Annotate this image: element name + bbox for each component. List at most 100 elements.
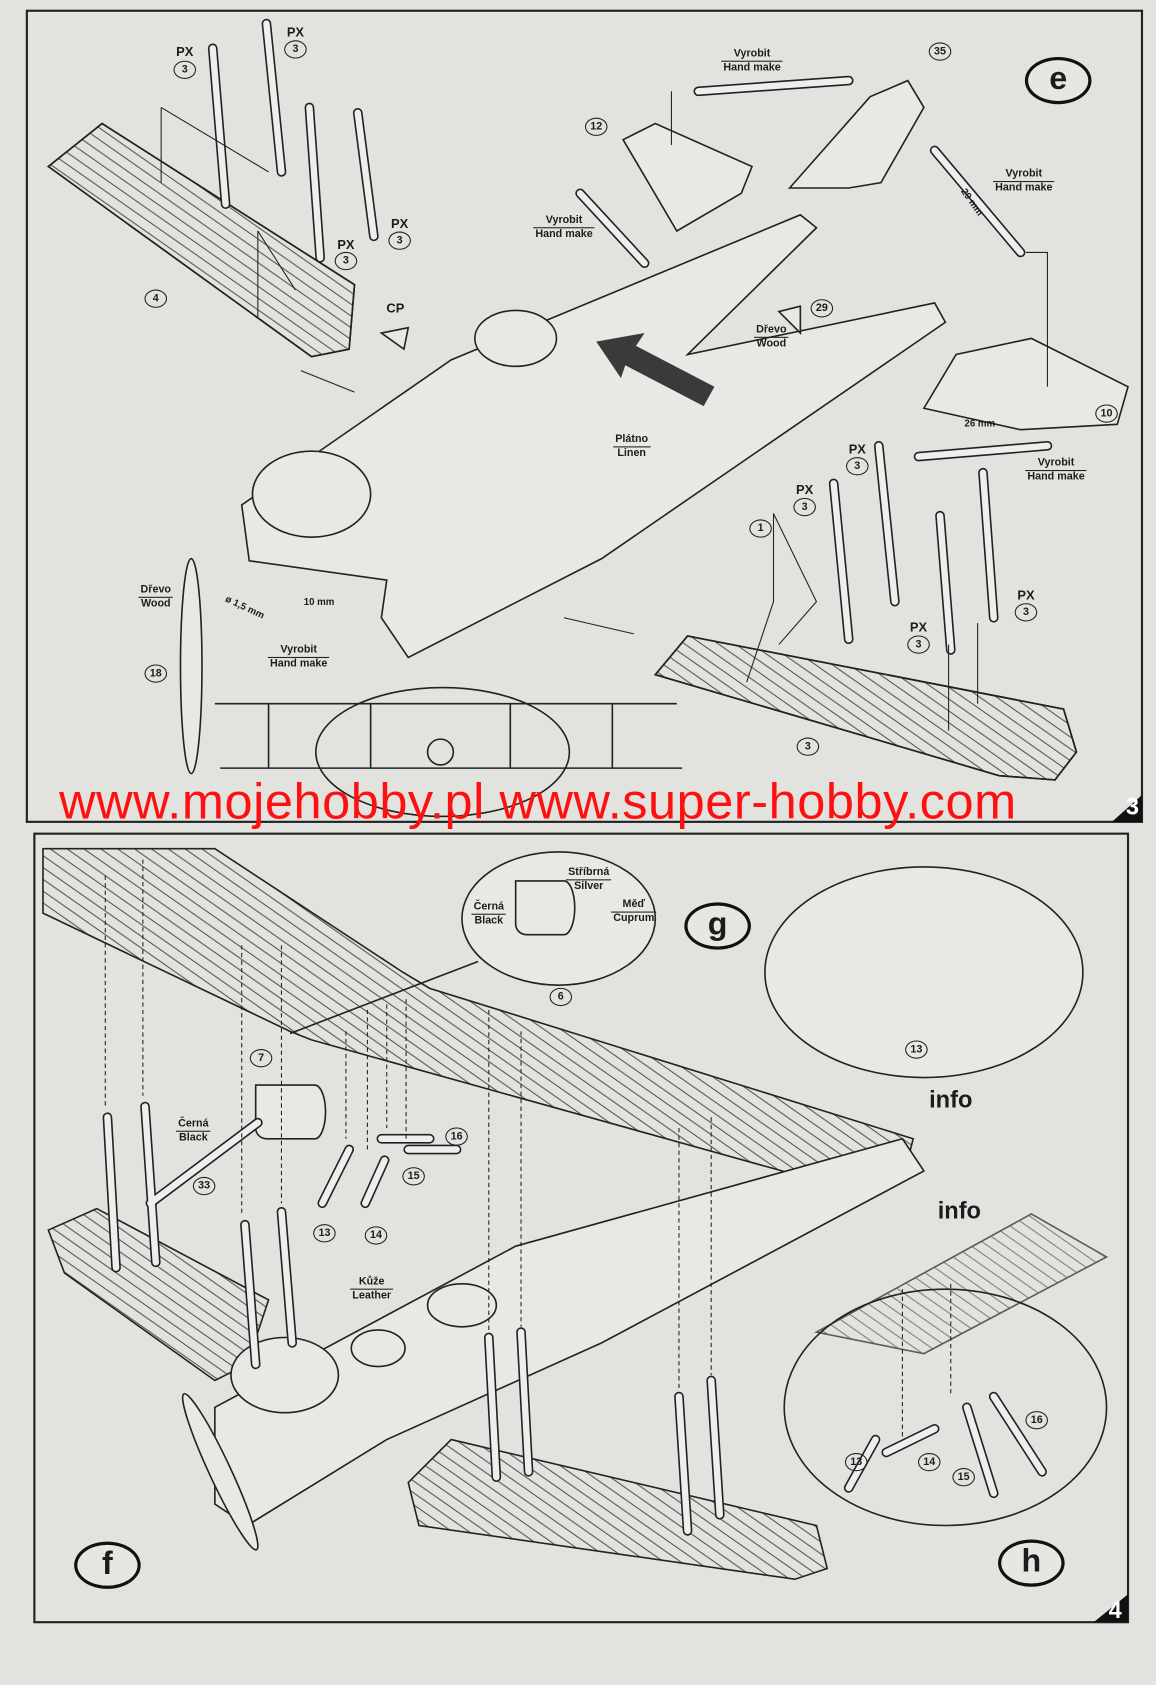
px-label: PX xyxy=(848,441,866,457)
black-cz: Černá xyxy=(175,1118,211,1132)
hand-make-en: Hand make xyxy=(269,658,328,670)
leader-lines-f xyxy=(104,859,952,1440)
propeller-f xyxy=(181,1392,259,1551)
part-number: 13 xyxy=(313,1224,336,1243)
part-number: 3 xyxy=(793,497,816,517)
part-number: 16 xyxy=(1025,1411,1048,1430)
step-g-badge: g xyxy=(684,902,751,950)
panel-f-frame xyxy=(33,832,1130,1624)
part-number: 3 xyxy=(907,635,930,654)
fuselage-f xyxy=(214,1137,926,1527)
px-label: PX xyxy=(176,44,194,60)
cuprum-en: Cuprum xyxy=(613,912,655,925)
info-label-h: info xyxy=(937,1196,982,1224)
part-number: 15 xyxy=(402,1167,425,1186)
direction-arrow xyxy=(596,333,715,407)
step-h-badge: h xyxy=(998,1539,1065,1587)
elevator-part-12 xyxy=(621,122,754,233)
part-number: 33 xyxy=(192,1176,216,1196)
tail-fin-part-35 xyxy=(787,79,925,189)
wood-cz: Dřevo xyxy=(753,324,789,338)
dimension-26mm: 26 mm xyxy=(964,417,996,429)
part-number: 12 xyxy=(584,117,608,136)
cp-label: CP xyxy=(386,300,405,316)
part-number: 16 xyxy=(445,1127,468,1146)
px-label: PX xyxy=(337,237,355,253)
fuselage-part-1 xyxy=(240,213,947,659)
cockpit-f xyxy=(426,1282,498,1328)
hand-make-en: Hand make xyxy=(535,228,593,241)
px-label: PX xyxy=(1017,587,1035,603)
info-label-g: info xyxy=(929,1086,973,1113)
part-number: 18 xyxy=(144,664,168,683)
radiator-part-7 xyxy=(254,1084,327,1140)
px-label: PX xyxy=(909,619,928,635)
silver-cz: Stříbrná xyxy=(565,866,612,881)
part-number: 3 xyxy=(1014,603,1038,622)
front-view-ellipse xyxy=(315,686,571,818)
hand-make-cz: Vyrobit xyxy=(992,168,1055,183)
part-number: 10 xyxy=(1095,404,1118,423)
stabilizer-part-10 xyxy=(922,337,1129,431)
step-e-badge: e xyxy=(1024,56,1092,105)
part-number: 3 xyxy=(388,231,411,250)
engine xyxy=(251,450,372,538)
part-number: 4 xyxy=(144,289,168,308)
h-detail-wing xyxy=(814,1213,1109,1355)
leader-lines-e xyxy=(160,91,1048,731)
hand-make-en: Hand make xyxy=(723,61,781,74)
black-cz: Černá xyxy=(471,901,507,915)
part-number: 13 xyxy=(844,1452,868,1472)
silver-en: Silver xyxy=(574,880,604,893)
watermark-url: www.mojehobby.pl www.super-hobby.com xyxy=(59,772,1017,830)
skid-part-29 xyxy=(777,305,802,335)
linen-en: Linen xyxy=(617,447,647,460)
px-label: PX xyxy=(796,482,814,498)
px-label: PX xyxy=(286,24,305,40)
hand-make-en: Hand make xyxy=(1027,471,1085,483)
hand-make-cz: Vyrobit xyxy=(1025,457,1087,472)
hand-make-cz: Vyrobit xyxy=(533,214,595,229)
part-number: 3 xyxy=(334,251,358,271)
part-number: 7 xyxy=(249,1049,273,1068)
part-number: 3 xyxy=(846,457,869,476)
hand-make-cz: Vyrobit xyxy=(721,48,783,62)
dimension-10mm: 10 mm xyxy=(303,596,335,607)
lower-wing-right xyxy=(407,1438,829,1581)
leather-en: Leather xyxy=(352,1289,392,1302)
detail-ellipse-g xyxy=(764,866,1084,1079)
linen-cz: Plátno xyxy=(613,433,651,448)
panel-e-frame xyxy=(25,9,1144,823)
page-number-3: 3 xyxy=(1125,792,1140,820)
step-f-badge: f xyxy=(74,1541,141,1589)
part-number: 6 xyxy=(549,987,573,1007)
leather-headrest xyxy=(350,1329,406,1368)
front-view-biplane xyxy=(214,702,683,769)
wood-cz: Dřevo xyxy=(138,584,174,598)
black-en: Black xyxy=(179,1131,208,1144)
part-number: 14 xyxy=(917,1452,941,1472)
wood-en: Wood xyxy=(140,597,171,610)
engine-f xyxy=(230,1336,340,1414)
part-number: 3 xyxy=(173,60,197,79)
black-en: Black xyxy=(474,914,504,927)
part-number: 1 xyxy=(749,519,772,538)
part-number: 35 xyxy=(928,42,952,61)
hand-make-en: Hand make xyxy=(995,182,1053,194)
propeller-part-18 xyxy=(179,557,203,775)
cockpit-ring xyxy=(474,309,558,368)
part-number: 3 xyxy=(796,737,820,756)
